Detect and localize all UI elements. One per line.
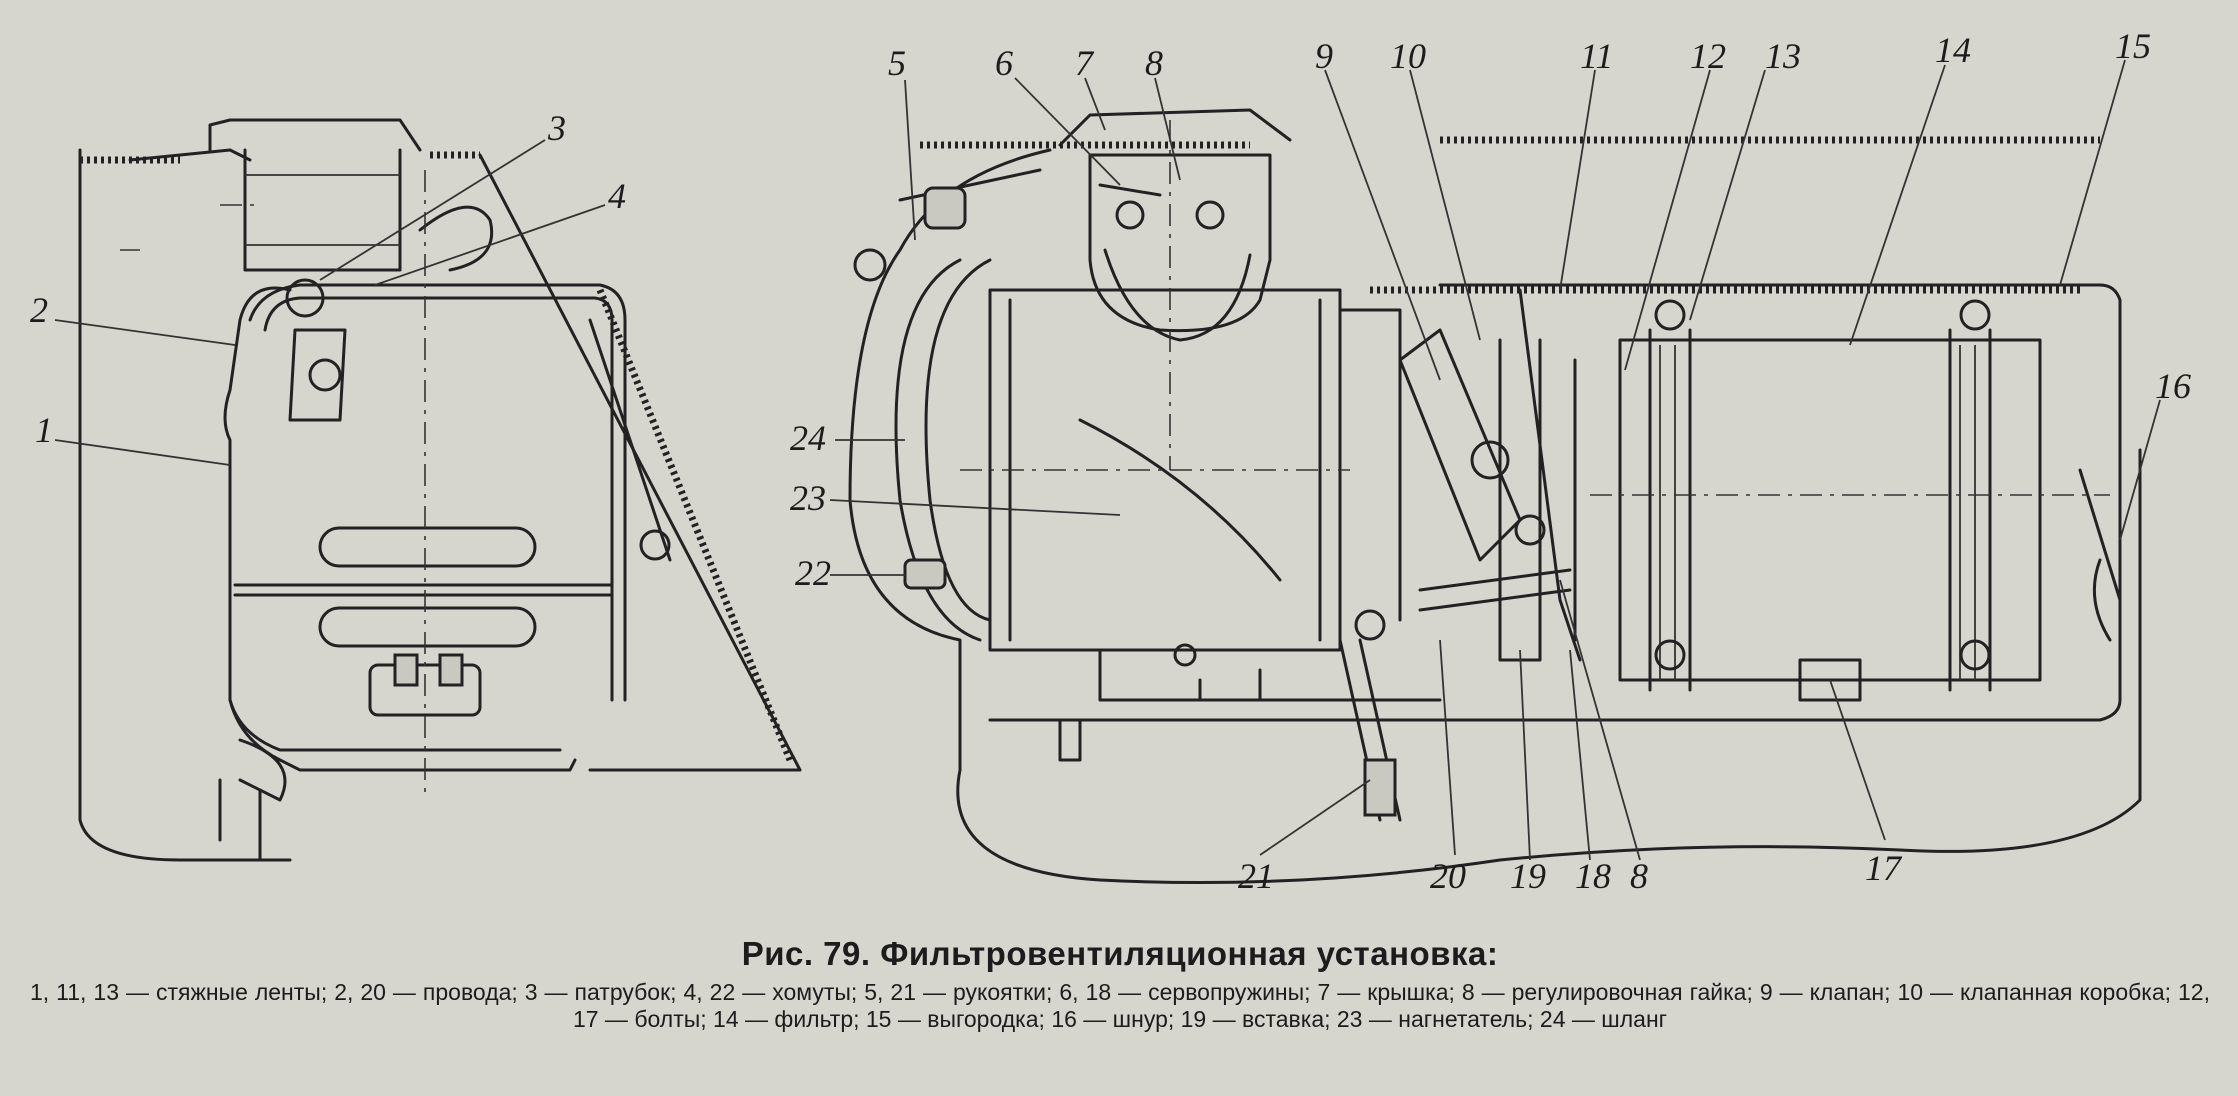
callout-2: 2 [30,290,48,330]
side-opening-lower [318,606,537,648]
valve-lever [1398,328,1522,562]
handle-21 [1363,758,1397,817]
callout-23: 23 [790,478,826,518]
callout-3: 3 [547,108,566,148]
callout-14: 14 [1935,30,1971,70]
callout-21: 21 [1238,856,1274,896]
leader-lines [54,59,2161,861]
callout-8-bottom: 8 [1630,856,1648,896]
callout-16: 16 [2155,366,2191,406]
side-opening-upper [318,526,537,568]
figure-caption: Рис. 79. Фильтровентиляционная установка… [30,935,2210,1033]
callout-11: 11 [1580,36,1613,76]
callout-10: 10 [1390,36,1426,76]
callout-22: 22 [795,553,831,593]
side-view [78,118,802,862]
main-view [848,108,2142,884]
callouts: 3 4 2 1 5 6 7 8 9 10 11 12 13 14 15 16 1… [30,26,2191,896]
callout-17: 17 [1865,848,1903,888]
callout-18: 18 [1575,856,1611,896]
callout-12: 12 [1690,36,1726,76]
callout-5: 5 [888,43,906,83]
callout-9: 9 [1315,36,1333,76]
filter-body [1618,338,2042,682]
callout-7: 7 [1075,43,1095,83]
callout-15: 15 [2115,26,2151,66]
callout-13: 13 [1765,36,1801,76]
callout-6: 6 [995,43,1013,83]
callout-20: 20 [1430,856,1466,896]
caption-legend: 1, 11, 13 — стяжные ленты; 2, 20 — прово… [30,979,2210,1032]
callout-24: 24 [790,418,826,458]
caption-title: Рис. 79. Фильтровентиляционная установка… [741,935,1499,972]
callout-19: 19 [1510,856,1546,896]
callout-8-top: 8 [1145,43,1163,83]
callout-4: 4 [608,176,626,216]
callout-1: 1 [35,410,53,450]
